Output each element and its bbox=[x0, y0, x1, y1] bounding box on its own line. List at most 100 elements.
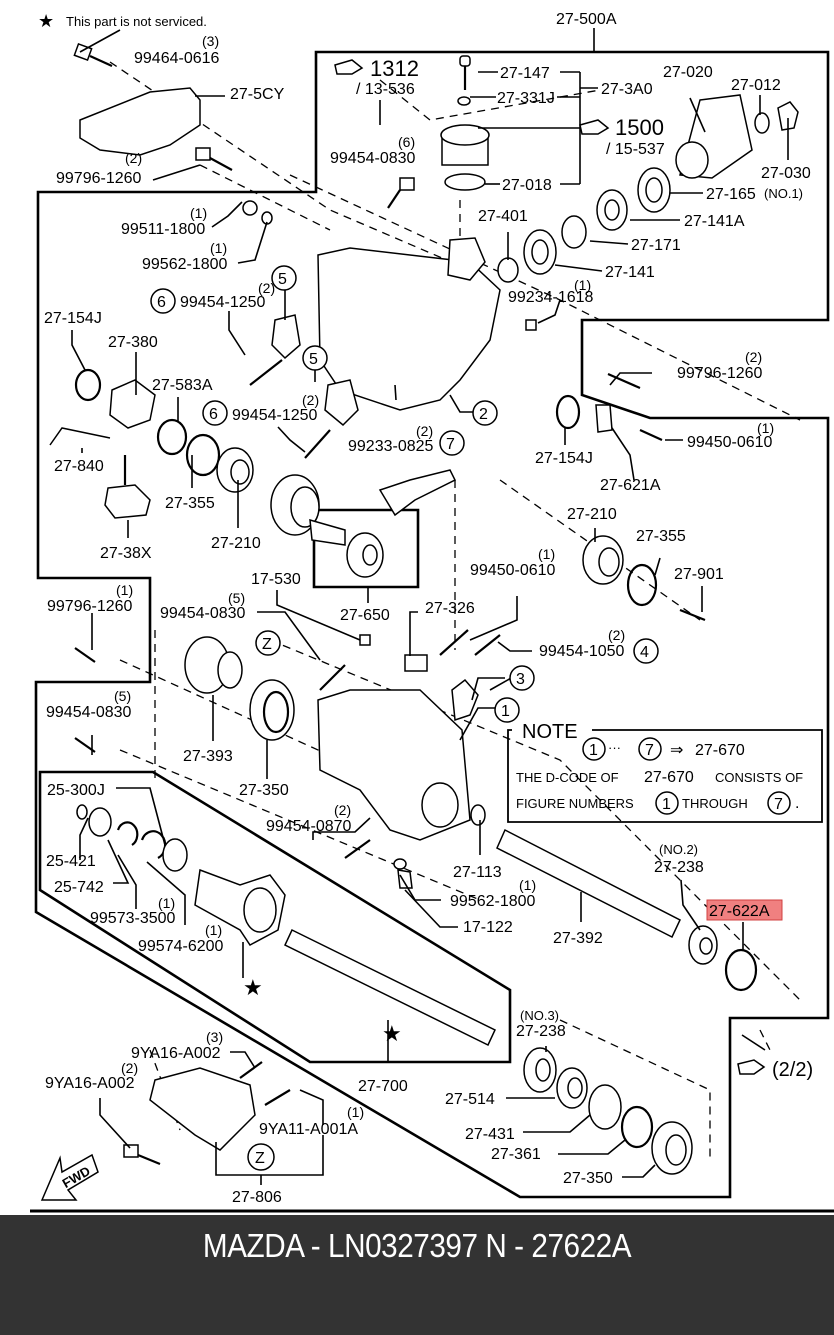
part-label-27-141A[interactable]: 27-141A bbox=[684, 213, 745, 230]
part-label-27-141[interactable]: 27-141 bbox=[605, 264, 655, 281]
part-label-99562-1800[interactable]: 99562-1800 bbox=[450, 893, 536, 910]
part-label-99450-0610[interactable]: 99450-0610 bbox=[470, 562, 556, 579]
part-label-17-530[interactable]: 17-530 bbox=[251, 571, 301, 588]
ref-1500-sub[interactable]: / 15-537 bbox=[606, 141, 665, 158]
actuator-27-380-shape bbox=[109, 379, 156, 429]
part-label-99574-6200[interactable]: 99574-6200 bbox=[138, 938, 224, 955]
part-label-27-500A[interactable]: 27-500A bbox=[556, 11, 617, 28]
part-label-99796-1260[interactable]: 99796-1260 bbox=[56, 170, 142, 187]
part-label-27-700[interactable]: 27-700 bbox=[358, 1078, 408, 1095]
part-label-25-421[interactable]: 25-421 bbox=[46, 853, 96, 870]
bracket-27-806-shape bbox=[149, 1067, 256, 1151]
part-label-99796-1260[interactable]: 99796-1260 bbox=[677, 365, 763, 382]
part-label-27-113[interactable]: 27-113 bbox=[453, 864, 502, 881]
diagram-stroke bbox=[199, 164, 331, 231]
qty-99562-1800: (1) bbox=[519, 877, 536, 893]
part-label-27-154J[interactable]: 27-154J bbox=[535, 450, 593, 467]
part-label-27-020[interactable]: 27-020 bbox=[663, 64, 713, 81]
part-label-99454-0830[interactable]: 99454-0830 bbox=[46, 704, 132, 721]
ref-1312-sub[interactable]: / 13-536 bbox=[356, 81, 415, 98]
qty-99450-0610: (1) bbox=[757, 420, 774, 436]
diagram-stroke bbox=[639, 428, 663, 442]
part-label-27-806[interactable]: 27-806 bbox=[232, 1189, 282, 1206]
diagram-stroke bbox=[217, 651, 243, 689]
qty-99234-1618: (1) bbox=[574, 277, 591, 293]
part-label-99573-3500[interactable]: 99573-3500 bbox=[90, 910, 176, 927]
part-label-27-355[interactable]: 27-355 bbox=[165, 495, 215, 512]
part-label-27-154J[interactable]: 27-154J bbox=[44, 310, 102, 327]
part-label-27-238[interactable]: 27-238 bbox=[654, 859, 704, 876]
part-label-99464-0616[interactable]: 99464-0616 bbox=[134, 50, 220, 67]
diagram-stroke bbox=[237, 221, 268, 264]
part-label-99233-0825[interactable]: 99233-0825 bbox=[348, 438, 434, 455]
diagram-stroke bbox=[152, 164, 201, 181]
part-label-9YA16-A002[interactable]: 9YA16-A002 bbox=[131, 1045, 221, 1062]
part-label-27-393[interactable]: 27-393 bbox=[183, 748, 233, 765]
part-label-9YA16-A002[interactable]: 9YA16-A002 bbox=[45, 1075, 135, 1092]
ref-1312-main[interactable]: 1312 bbox=[370, 56, 419, 81]
diagram-stroke bbox=[262, 690, 290, 734]
note-range-from: 1 bbox=[589, 742, 598, 759]
part-label-27-165[interactable]: 27-165 bbox=[706, 186, 756, 203]
part-label-27-901[interactable]: 27-901 bbox=[674, 566, 724, 583]
qty-99454-0830: (5) bbox=[114, 688, 131, 704]
part-label-27-622A-highlighted[interactable]: 27-622A bbox=[709, 903, 770, 920]
part-label-27-621A[interactable]: 27-621A bbox=[600, 477, 661, 494]
diagram-stroke bbox=[89, 54, 113, 68]
part-label-27-171[interactable]: 27-171 bbox=[631, 237, 681, 254]
part-label-27-3A0[interactable]: 27-3A0 bbox=[601, 81, 653, 98]
part-label-99454-0830[interactable]: 99454-0830 bbox=[330, 150, 416, 167]
note-line2-code: 27-670 bbox=[644, 769, 694, 786]
part-label-27-840[interactable]: 27-840 bbox=[54, 458, 104, 475]
diagram-stroke bbox=[309, 518, 346, 546]
part-label-27-326[interactable]: 27-326 bbox=[425, 600, 475, 617]
diagram-stroke bbox=[344, 839, 371, 859]
part-label-27-030[interactable]: 27-030 bbox=[761, 165, 811, 182]
bolt-icon bbox=[387, 177, 415, 209]
part-label-27-650[interactable]: 27-650 bbox=[340, 607, 390, 624]
figure-number-4: 4 bbox=[640, 644, 649, 661]
diagram-stroke bbox=[74, 647, 96, 663]
part-label-27-210[interactable]: 27-210 bbox=[211, 535, 261, 552]
part-label-27-38X[interactable]: 27-38X bbox=[100, 545, 152, 562]
part-label-27-392[interactable]: 27-392 bbox=[553, 930, 603, 947]
part-label-99562-1800[interactable]: 99562-1800 bbox=[142, 256, 228, 273]
part-label-99450-0610[interactable]: 99450-0610 bbox=[687, 434, 773, 451]
part-label-99454-1050[interactable]: 99454-1050 bbox=[539, 643, 625, 660]
part-label-27-431[interactable]: 27-431 bbox=[465, 1126, 515, 1143]
diagram-stroke bbox=[123, 1144, 139, 1158]
part-label-9YA11-A001A[interactable]: 9YA11-A001A bbox=[259, 1121, 358, 1138]
part-label-99796-1260[interactable]: 99796-1260 bbox=[47, 598, 133, 615]
note-range-to: 7 bbox=[645, 742, 654, 759]
part-label-99454-1250[interactable]: 99454-1250 bbox=[180, 294, 266, 311]
part-label-27-350[interactable]: 27-350 bbox=[239, 782, 289, 799]
part-label-27-401[interactable]: 27-401 bbox=[478, 208, 528, 225]
ref-1500-main[interactable]: 1500 bbox=[615, 115, 664, 140]
figure-number-3: 3 bbox=[516, 671, 525, 688]
part-label-99234-1618[interactable]: 99234-1618 bbox=[508, 289, 594, 306]
part-label-99454-1250[interactable]: 99454-1250 bbox=[232, 407, 318, 424]
part-label-27-238[interactable]: 27-238 bbox=[516, 1023, 566, 1040]
part-label-27-012[interactable]: 27-012 bbox=[731, 77, 781, 94]
part-label-27-583A[interactable]: 27-583A bbox=[152, 377, 213, 394]
part-label-25-742[interactable]: 25-742 bbox=[54, 879, 104, 896]
qty-99574-6200: (1) bbox=[205, 922, 222, 938]
part-label-99511-1800[interactable]: 99511-1800 bbox=[121, 221, 205, 238]
part-label-27-380[interactable]: 27-380 bbox=[108, 334, 158, 351]
part-label-27-210[interactable]: 27-210 bbox=[567, 506, 617, 523]
part-label-99454-0830[interactable]: 99454-0830 bbox=[160, 605, 246, 622]
part-label-27-018[interactable]: 27-018 bbox=[502, 177, 552, 194]
part-label-25-300J[interactable]: 25-300J bbox=[47, 782, 105, 799]
part-label-27-350[interactable]: 27-350 bbox=[563, 1170, 613, 1187]
part-label-27-331J[interactable]: 27-331J bbox=[497, 90, 555, 107]
part-label-99454-0870[interactable]: 99454-0870 bbox=[266, 818, 352, 835]
part-label-27-355[interactable]: 27-355 bbox=[636, 528, 686, 545]
diagram-stroke bbox=[754, 112, 770, 134]
part-label-27-5CY[interactable]: 27-5CY bbox=[230, 86, 285, 103]
part-label-27-514[interactable]: 27-514 bbox=[445, 1091, 495, 1108]
part-label-17-122[interactable]: 17-122 bbox=[463, 919, 513, 936]
part-label-27-147[interactable]: 27-147 bbox=[500, 65, 550, 82]
ref-2of2[interactable]: (2/2) bbox=[772, 1059, 813, 1081]
qty-99796-1260: (1) bbox=[116, 582, 133, 598]
part-label-27-361[interactable]: 27-361 bbox=[491, 1146, 541, 1163]
